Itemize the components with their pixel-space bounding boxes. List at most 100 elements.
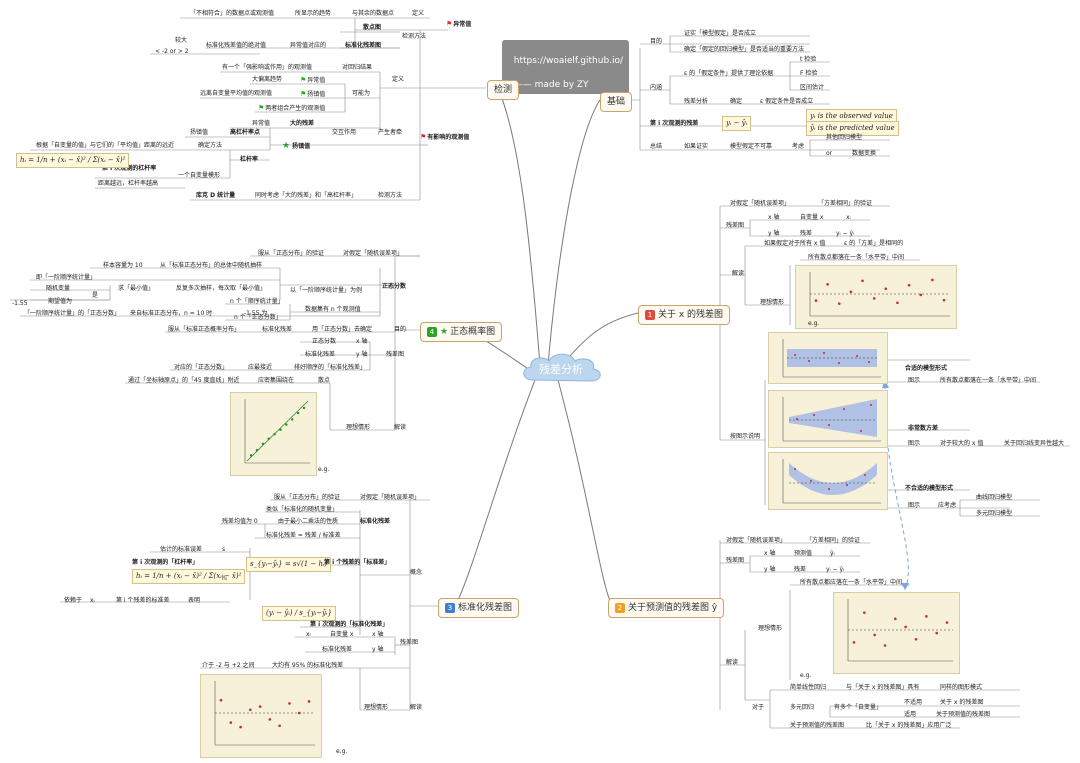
- sr-youyu: 由于最小二乘法的性质: [278, 518, 339, 525]
- buxiangfu-text: 「不相符合」的数据点或观测值: [190, 10, 275, 17]
- xr-duoyuan: 多元回归模型: [976, 510, 1013, 517]
- std-chart-text: 标准化残差图: [345, 42, 382, 49]
- curve-band-svg: [782, 459, 881, 504]
- nm-yaxis: y 轴: [356, 351, 368, 358]
- xr-fangcha-text: 「方差相同」的验证: [818, 200, 873, 207]
- sr-jiedu: 解读: [410, 704, 423, 711]
- ruguo-text: 如果证实: [684, 143, 709, 150]
- nm-biaozhuncancha: 标准化残差: [262, 326, 293, 333]
- sr-lixiang: 理想情形: [364, 704, 389, 711]
- youyingxiang-node[interactable]: ⚑有影响的观测值: [420, 133, 469, 142]
- flag-green-icon-3: ⚑: [258, 104, 265, 112]
- e-cheng-text: ε 假定条件是否成立: [760, 98, 814, 105]
- branch-jianyan[interactable]: 检测: [487, 80, 520, 100]
- x-ideal-plot: [795, 265, 957, 329]
- badge-2: 2: [615, 602, 625, 613]
- yr-duiyu: 对于: [752, 704, 765, 711]
- chansheng-text: 产生者牵: [378, 129, 403, 136]
- scatter-point: [894, 617, 897, 621]
- mudi-text: 目的: [650, 38, 663, 45]
- yichang2-node: ⚑异常值: [300, 76, 325, 85]
- nm-qiwang: 期望值为: [48, 298, 73, 305]
- sr-iganggan: 第 i 次观测的「杠杆率」: [132, 559, 199, 566]
- or-text: or: [826, 150, 833, 157]
- scatter-point: [285, 423, 288, 426]
- t-test: t 检验: [800, 56, 817, 63]
- yichangzhi-node[interactable]: ⚑异常值: [446, 20, 471, 29]
- xr-duiyu: 对于较大的 x 值: [940, 440, 984, 447]
- xr-lixiang: 理想情形: [760, 299, 785, 306]
- yichang3-text: 异常值: [252, 120, 271, 127]
- sr-biaoming: 表明: [188, 597, 201, 604]
- sr-dayue: 大约有 95% 的标准化残差: [272, 662, 344, 669]
- sr-xi: xᵢ: [306, 631, 311, 638]
- scatter-point: [255, 449, 259, 452]
- star-icon: ★: [440, 327, 449, 337]
- yr-yaxis: y 轴: [764, 566, 776, 573]
- horizontal-band-svg: [782, 339, 881, 378]
- branch-jichu[interactable]: 基础: [600, 92, 633, 112]
- std-ideal-svg: [214, 681, 315, 746]
- nm-yong: 用「正态分数」去确定: [312, 326, 373, 333]
- branch-normal[interactable]: 4★正态概率图: [420, 322, 503, 342]
- xr-eg: e.g.: [808, 320, 820, 327]
- zongjie-text: 总结: [650, 143, 663, 150]
- scatter-point: [863, 611, 866, 614]
- yr-cancha: 残差: [794, 566, 807, 573]
- normal-ideal-plot: [230, 392, 317, 476]
- nm-tongguo: 通过「坐标轴原点」的「45 度直线」附近: [128, 377, 240, 384]
- xr-yi: yᵢ − ŷᵢ: [836, 230, 855, 237]
- liangzhe-node: ⚑两者组合产生的观测值: [258, 104, 325, 113]
- central-topic[interactable]: 残差分析: [515, 350, 607, 388]
- daqushi-text: 大偏离趋势: [252, 76, 283, 83]
- nm-quzuixiao: 求「最小值」: [118, 285, 155, 292]
- yr-jiandan: 简单线性回归: [790, 684, 827, 691]
- sr-lei: 类似「标准化的随机变量」: [266, 506, 339, 513]
- scatter-point: [297, 711, 301, 715]
- gangjian-node: ⚑扬镇值: [300, 90, 325, 99]
- sr-biaozhuncancha: 标准化残差: [322, 646, 353, 653]
- badge-3: 3: [445, 602, 455, 613]
- yr-youduo: 有多个「自变量」: [834, 704, 883, 711]
- sr-dii-biaozhun: 第 i 次观测的「标准化残差」: [310, 621, 389, 628]
- sr-xisym: xᵢ: [90, 597, 95, 604]
- nm-fucong: 服从「正态分布」的验证: [258, 250, 325, 257]
- central-topic-label: 残差分析: [539, 363, 583, 376]
- ganggan-zhi-text: 扬镇值: [190, 129, 209, 136]
- sr-canchajunzhi: 残差均值为 0: [222, 518, 258, 525]
- yichang2-label: 异常值: [307, 77, 326, 84]
- branch-std-resid-label: 标准化残差图: [458, 603, 513, 613]
- scatter-point: [302, 406, 306, 410]
- flag-green-icon-2: ⚑: [300, 90, 307, 98]
- yr-yuguanyu: 与「关于 x 的残差图」具有: [846, 684, 920, 691]
- yr-lixiang: 理想情形: [758, 625, 783, 632]
- yr-guanyuyuce2: 关于预测值的残差图: [790, 722, 845, 729]
- scatter-point: [288, 702, 291, 705]
- scatter-point: [896, 301, 899, 305]
- liangzhe-label: 两者组合产生的观测值: [265, 105, 326, 112]
- nm-yiyijie: 以「一阶顺序统计量」为例: [290, 287, 363, 294]
- funnel-svg: [782, 397, 881, 442]
- xr-canchatu-text: 残差图: [726, 222, 745, 229]
- nm-shujuji: 数据集有 n 个观测值: [305, 306, 361, 313]
- suoxian-text: 所显示的趋势: [295, 10, 332, 17]
- nm-zhengtaifenshu: 正态分数: [382, 283, 407, 290]
- xr-tushi2: 图示: [908, 440, 921, 447]
- scatter-point: [907, 283, 911, 287]
- scatter-point: [279, 428, 282, 431]
- jiance-text: 检测方法: [402, 33, 427, 40]
- nm-xaxis: x 轴: [356, 338, 368, 345]
- nm-n155b: -1.55 为: [244, 310, 268, 317]
- nm-jiyijie: 即「一阶顺序统计量」: [36, 274, 97, 281]
- scatter-point: [861, 279, 864, 283]
- scatter-point: [935, 631, 938, 635]
- sr-deng: 标准化残差 = 残差 / 标准差: [266, 532, 341, 539]
- badge-4: 4: [427, 326, 437, 337]
- scatter-point: [296, 411, 300, 415]
- branch-jianyan-label: 检测: [494, 85, 513, 95]
- nm-laizi: 来自标准正态分布，n = 10 时: [130, 310, 213, 317]
- flag-green-icon: ⚑: [300, 76, 307, 84]
